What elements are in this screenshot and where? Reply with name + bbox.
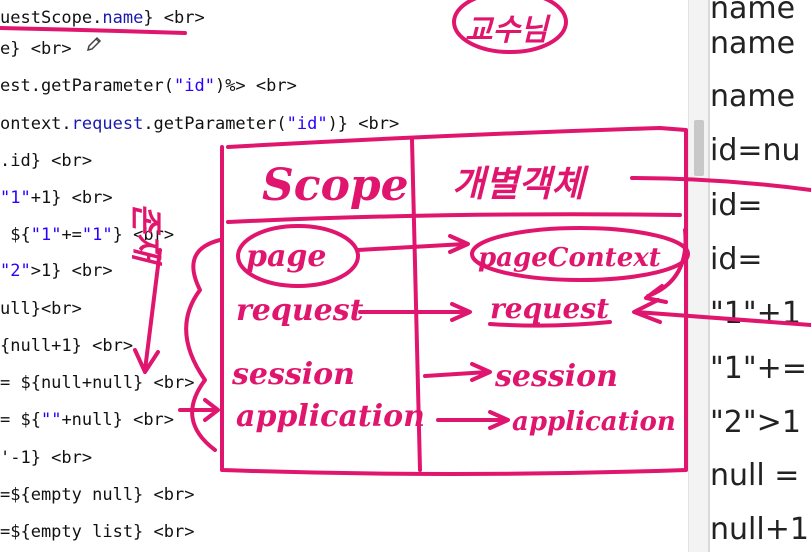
code-token: =${empty null} <br> bbox=[0, 485, 195, 505]
code-token: {null+1} <br> bbox=[0, 336, 134, 356]
code-line[interactable]: ull}<br> bbox=[0, 291, 82, 327]
output-line: "2">1 bbox=[710, 405, 801, 440]
output-line: null+1 bbox=[710, 512, 809, 547]
code-line[interactable]: "1"+1} <br> bbox=[0, 180, 113, 216]
code-line[interactable]: ontext.request.getParameter("id")} <br> bbox=[0, 106, 399, 142]
code-token: ontext. bbox=[0, 114, 72, 134]
code-token: +null} <br> bbox=[61, 410, 175, 430]
code-line[interactable]: ${"1"+="1"} <br> bbox=[0, 217, 174, 253]
code-token: "2" bbox=[0, 261, 31, 281]
code-token: e} <br> bbox=[0, 39, 72, 59]
code-token: )} <br> bbox=[327, 114, 400, 134]
code-line[interactable]: e} <br> bbox=[0, 31, 72, 67]
code-token: request bbox=[71, 114, 144, 134]
code-token: =${empty list} <br> bbox=[0, 522, 195, 542]
code-line[interactable]: = ${null+null} <br> bbox=[0, 365, 194, 401]
code-token: uestScope. bbox=[0, 8, 103, 28]
code-token: est.getParameter( bbox=[0, 76, 174, 96]
code-token: "id" bbox=[286, 114, 328, 134]
code-editor[interactable]: uestScope.name} <br> e} <br> est.getPara… bbox=[0, 0, 688, 552]
code-token: "" bbox=[40, 410, 62, 430]
editor-scrollbar[interactable] bbox=[688, 0, 709, 552]
output-line: name bbox=[710, 79, 796, 114]
code-token: "1" bbox=[0, 188, 31, 208]
scrollbar-thumb[interactable] bbox=[694, 120, 704, 176]
output-line: id=nu bbox=[710, 133, 801, 168]
output-line: name bbox=[710, 26, 796, 61]
code-token: } <br> bbox=[143, 8, 205, 28]
code-token: "id" bbox=[174, 76, 215, 96]
code-token: "1" bbox=[30, 225, 62, 245]
output-line: null = bbox=[710, 458, 800, 493]
code-token: = ${ bbox=[0, 410, 41, 430]
code-line[interactable]: uestScope.name} <br> bbox=[0, 0, 205, 36]
code-token: >1} <br> bbox=[30, 261, 113, 281]
code-token: .id} <br> bbox=[0, 151, 93, 171]
code-line[interactable]: '-1} <br> bbox=[0, 440, 92, 476]
code-token: += bbox=[61, 225, 82, 245]
code-line[interactable]: "2">1} <br> bbox=[0, 253, 113, 289]
code-token: .getParameter( bbox=[143, 114, 287, 134]
code-token: = ${null+null} <br> bbox=[0, 373, 195, 393]
pencil-icon bbox=[86, 36, 102, 51]
code-line[interactable]: =${empty list} <br> bbox=[0, 514, 194, 550]
code-line[interactable]: est.getParameter("id")%> <br> bbox=[0, 68, 297, 104]
output-line: id= bbox=[710, 188, 763, 223]
output-line: name bbox=[710, 0, 796, 26]
code-token: ull}<br> bbox=[0, 299, 82, 319]
output-line: id= bbox=[710, 242, 763, 277]
code-line[interactable]: = ${""+null} <br> bbox=[0, 402, 174, 438]
code-token: )%> <br> bbox=[214, 76, 297, 96]
code-line[interactable]: {null+1} <br> bbox=[0, 328, 133, 364]
code-token: '-1} <br> bbox=[0, 448, 93, 468]
code-token: } <br> bbox=[112, 225, 175, 245]
code-line[interactable]: =${empty null} <br> bbox=[0, 477, 194, 513]
browser-output-pane: name name name id=nu id= id= "1"+1 "1"+=… bbox=[708, 0, 811, 552]
code-token: ${ bbox=[0, 225, 31, 245]
code-token: "1" bbox=[81, 225, 113, 245]
output-line: "1"+= bbox=[710, 351, 807, 386]
code-token: name bbox=[102, 8, 144, 28]
output-line: "1"+1 bbox=[710, 296, 801, 331]
code-line[interactable]: .id} <br> bbox=[0, 143, 92, 179]
code-token: +1} <br> bbox=[30, 188, 113, 208]
